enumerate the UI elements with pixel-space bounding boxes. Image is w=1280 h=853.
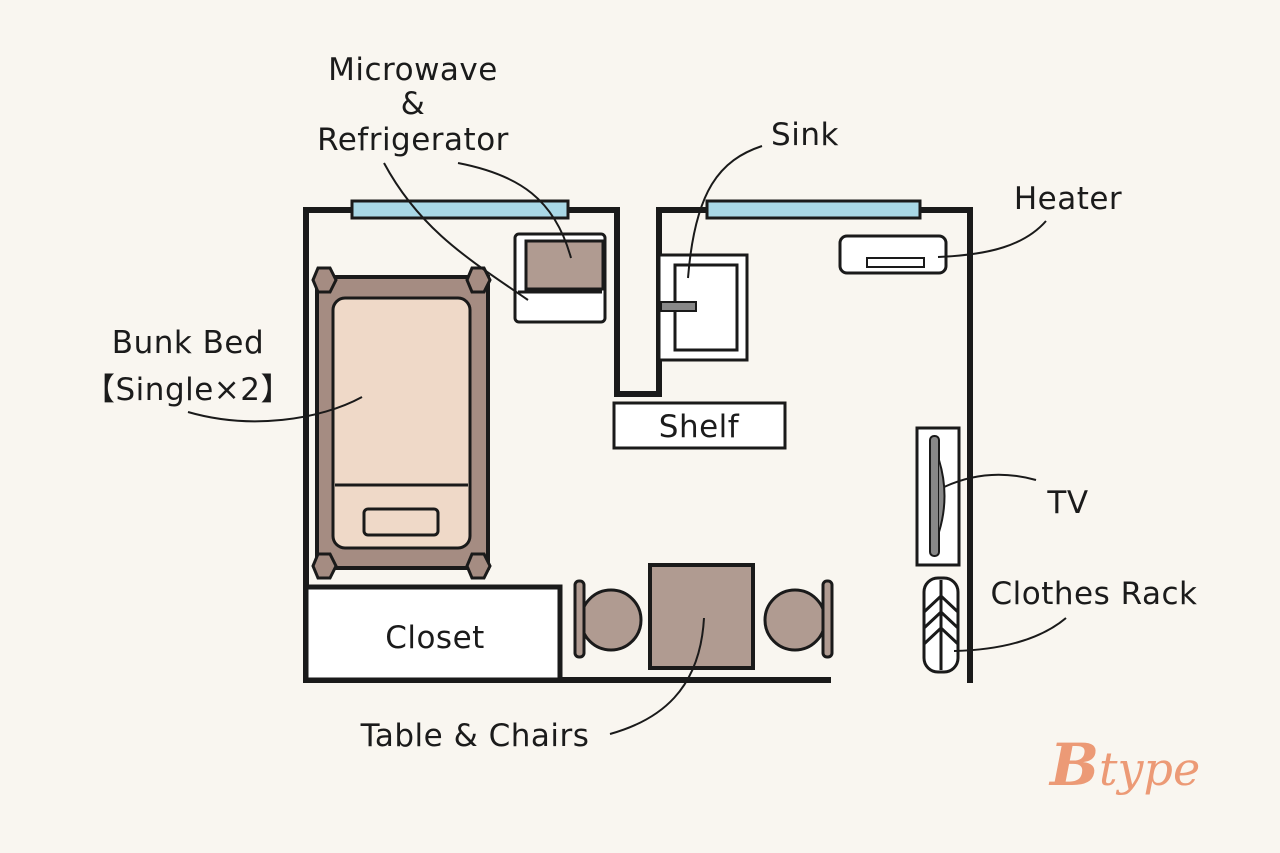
label-heater: Heater — [1014, 181, 1122, 217]
btype-logo: Btype — [1048, 731, 1200, 799]
leader-lines — [187, 145, 1067, 735]
label-shelf: Shelf — [659, 409, 740, 445]
label-refrigerator: Refrigerator — [317, 122, 509, 158]
label-closet: Closet — [385, 620, 485, 656]
label-clothes-rack: Clothes Rack — [991, 576, 1198, 612]
label-bunk-bed: Bunk Bed — [112, 325, 264, 361]
bunk-bed — [311, 266, 492, 580]
label-bunk-bed-size: 【Single×2】 — [84, 372, 292, 408]
tv — [915, 426, 961, 567]
window-left — [350, 199, 570, 220]
logo-initial: B — [1048, 731, 1099, 799]
logo-rest: type — [1099, 742, 1200, 796]
label-table-chairs: Table & Chairs — [360, 718, 590, 754]
logo-text: Btype — [1048, 731, 1200, 799]
microwave-refrigerator — [513, 232, 607, 324]
shelf — [612, 401, 787, 450]
labels: Microwave & Refrigerator Sink Heater Bun… — [84, 52, 1197, 754]
label-tv: TV — [1046, 485, 1088, 521]
label-microwave: Microwave — [328, 52, 498, 88]
label-sink: Sink — [771, 117, 839, 153]
heater — [838, 234, 948, 275]
table-and-chairs — [573, 563, 834, 670]
closet — [303, 584, 563, 683]
sink — [657, 253, 749, 362]
label-ampersand: & — [401, 86, 426, 122]
window-right — [705, 199, 922, 220]
clothes-rack — [922, 576, 960, 674]
